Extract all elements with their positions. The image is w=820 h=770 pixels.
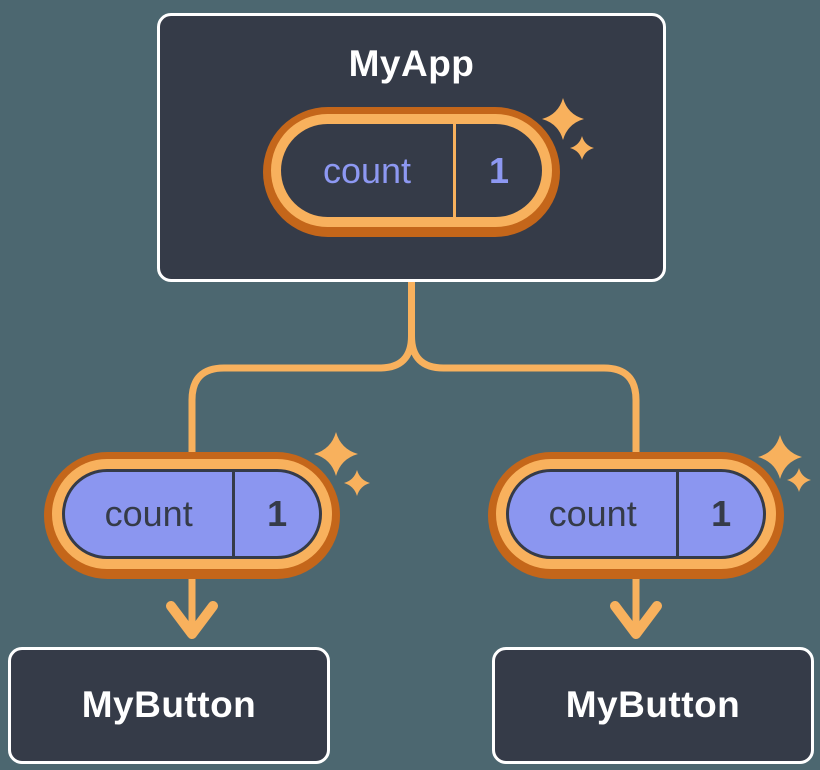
props-pill-right: count 1 [488,452,784,579]
sparkle-icon [758,435,811,492]
pill-divider [232,472,236,556]
prop-value-label: 1 [711,493,732,534]
sparkle-icon [314,432,370,496]
component-title-mybutton: MyButton [565,684,741,726]
component-node-mybutton-left: MyButton [8,647,330,764]
prop-value-label: 1 [267,493,288,534]
pill-divider [453,124,456,218]
pill-divider [676,472,680,556]
prop-name-label: count [548,493,637,534]
state-pill-core: count 1 [281,124,542,218]
branch-line-right [408,279,640,456]
props-pill-left: count 1 [44,452,340,579]
state-pill-myapp: count 1 [263,107,560,238]
component-title-mybutton: MyButton [81,684,257,726]
state-value-label: 1 [488,149,510,191]
props-arrow-left [166,572,218,639]
component-title-myapp: MyApp [348,43,475,84]
sparkle-icon [542,98,594,160]
component-node-mybutton-right: MyButton [492,647,814,764]
state-name-label: count [322,149,412,191]
props-pill-core: count 1 [506,469,766,559]
props-pill-inner-ring: count 1 [52,459,332,569]
prop-name-label: count [104,493,193,534]
state-pill-inner-ring: count 1 [271,114,552,228]
props-pill-inner-ring: count 1 [496,459,776,569]
props-arrow-right [610,572,662,639]
props-pill-core: count 1 [62,469,322,559]
